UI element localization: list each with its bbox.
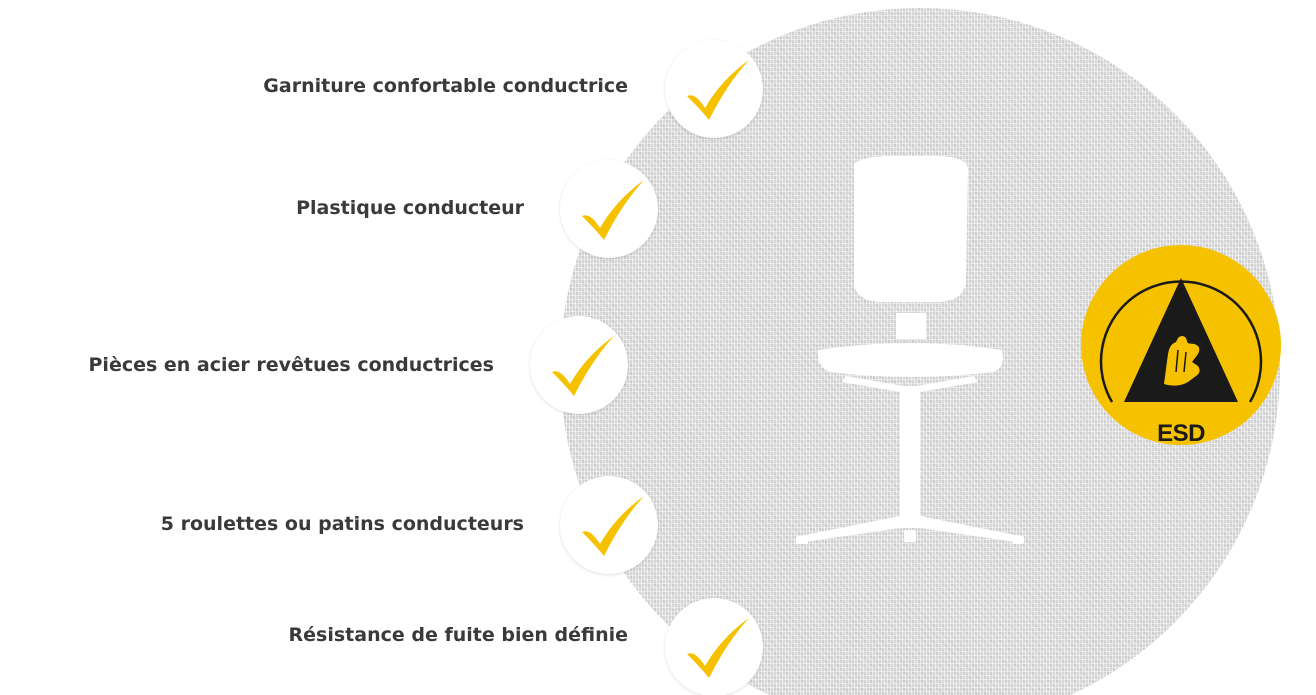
feature-label-plastique: Plastique conducteur	[296, 197, 524, 219]
esd-badge: ESD	[1078, 242, 1284, 448]
checkmark-icon	[552, 336, 614, 396]
checkmark-icon	[582, 180, 644, 240]
check-roulettes	[560, 476, 658, 574]
check-garniture	[665, 40, 763, 138]
checkmark-icon	[582, 496, 644, 556]
checkmark-icon	[687, 60, 749, 120]
check-resistance	[665, 598, 763, 695]
feature-label-garniture: Garniture confortable conductrice	[263, 75, 628, 97]
check-plastique	[560, 160, 658, 258]
checkmark-icon	[687, 618, 749, 678]
office-chair-icon	[796, 156, 1024, 544]
check-acier	[530, 316, 628, 414]
feature-label-roulettes: 5 roulettes ou patins conducteurs	[160, 513, 524, 535]
esd-warning-icon	[1081, 245, 1281, 445]
feature-label-acier: Pièces en acier revêtues conductrices	[88, 354, 495, 376]
feature-label-resistance: Résistance de fuite bien définie	[288, 624, 628, 646]
esd-badge-label: ESD	[1157, 420, 1205, 447]
